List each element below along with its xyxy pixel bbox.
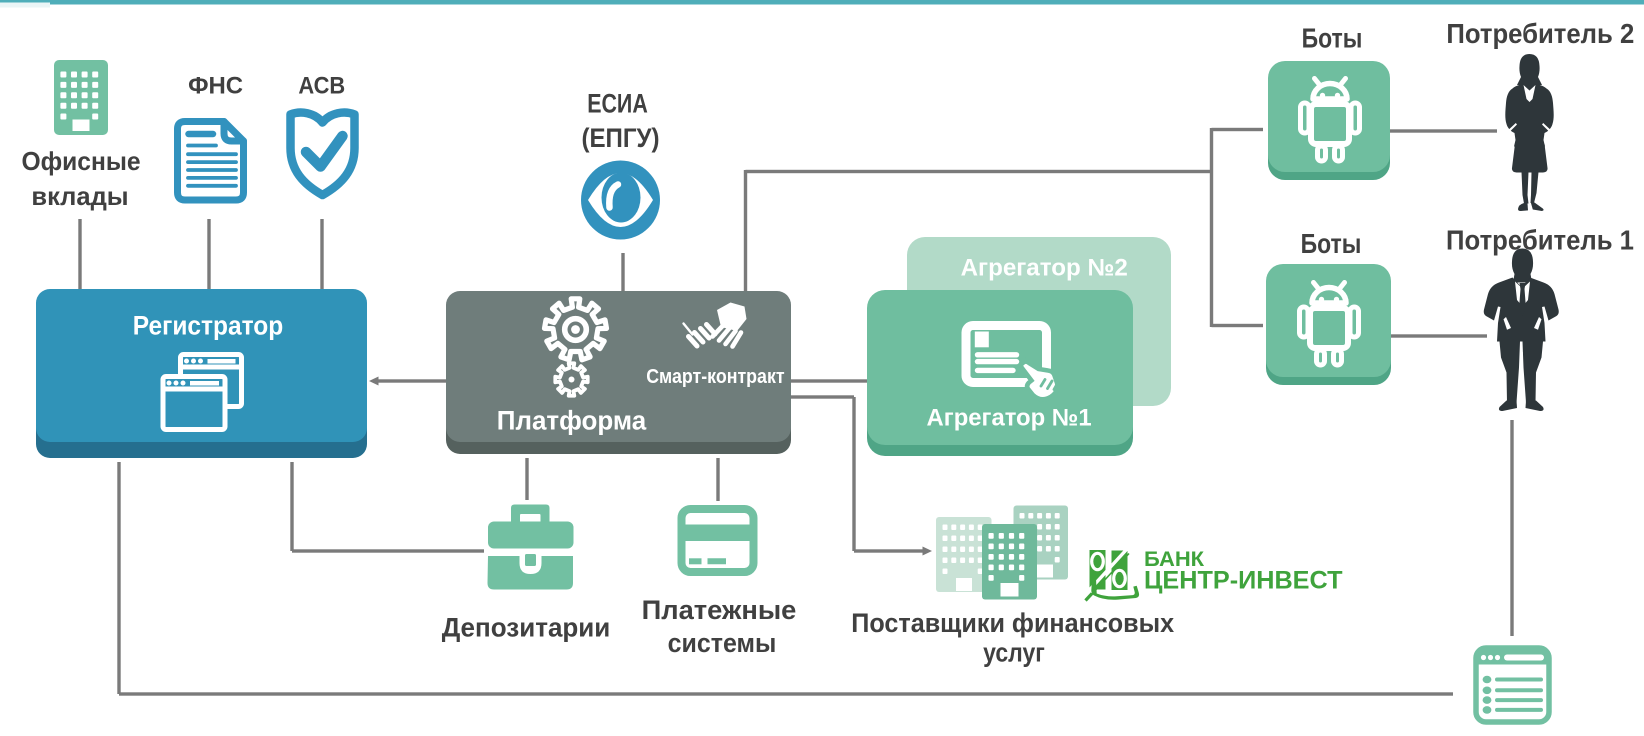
svg-text:Потребитель 1: Потребитель 1 bbox=[1446, 225, 1634, 256]
svg-text:Смарт-контракт: Смарт-контракт bbox=[646, 366, 785, 388]
svg-text:Платежные: Платежные bbox=[642, 595, 797, 625]
svg-text:Боты: Боты bbox=[1301, 228, 1362, 259]
svg-text:Офисные: Офисные bbox=[21, 146, 140, 176]
svg-text:АСВ: АСВ bbox=[298, 73, 345, 100]
svg-text:ФНС: ФНС bbox=[188, 73, 243, 100]
svg-text:Поставщики финансовых: Поставщики финансовых bbox=[851, 608, 1174, 638]
svg-text:ЕСИА: ЕСИА bbox=[587, 89, 648, 119]
svg-text:Регистратор: Регистратор bbox=[133, 311, 284, 341]
svg-text:Боты: Боты bbox=[1302, 22, 1363, 53]
svg-text:Платформа: Платформа bbox=[497, 406, 647, 436]
svg-text:(ЕПГУ): (ЕПГУ) bbox=[581, 123, 659, 153]
svg-text:ЦЕНТР-ИНВЕСТ: ЦЕНТР-ИНВЕСТ bbox=[1144, 567, 1343, 595]
svg-text:Потребитель 2: Потребитель 2 bbox=[1446, 18, 1634, 49]
svg-text:Депозитарии: Депозитарии bbox=[442, 613, 611, 643]
svg-text:услуг: услуг bbox=[983, 638, 1045, 668]
svg-text:Агрегатор №1: Агрегатор №1 bbox=[927, 405, 1092, 432]
svg-text:системы: системы bbox=[668, 628, 777, 658]
svg-text:вклады: вклады bbox=[31, 181, 128, 211]
svg-text:Агрегатор №2: Агрегатор №2 bbox=[961, 255, 1128, 282]
svg-text:БАНК: БАНК bbox=[1144, 548, 1204, 571]
